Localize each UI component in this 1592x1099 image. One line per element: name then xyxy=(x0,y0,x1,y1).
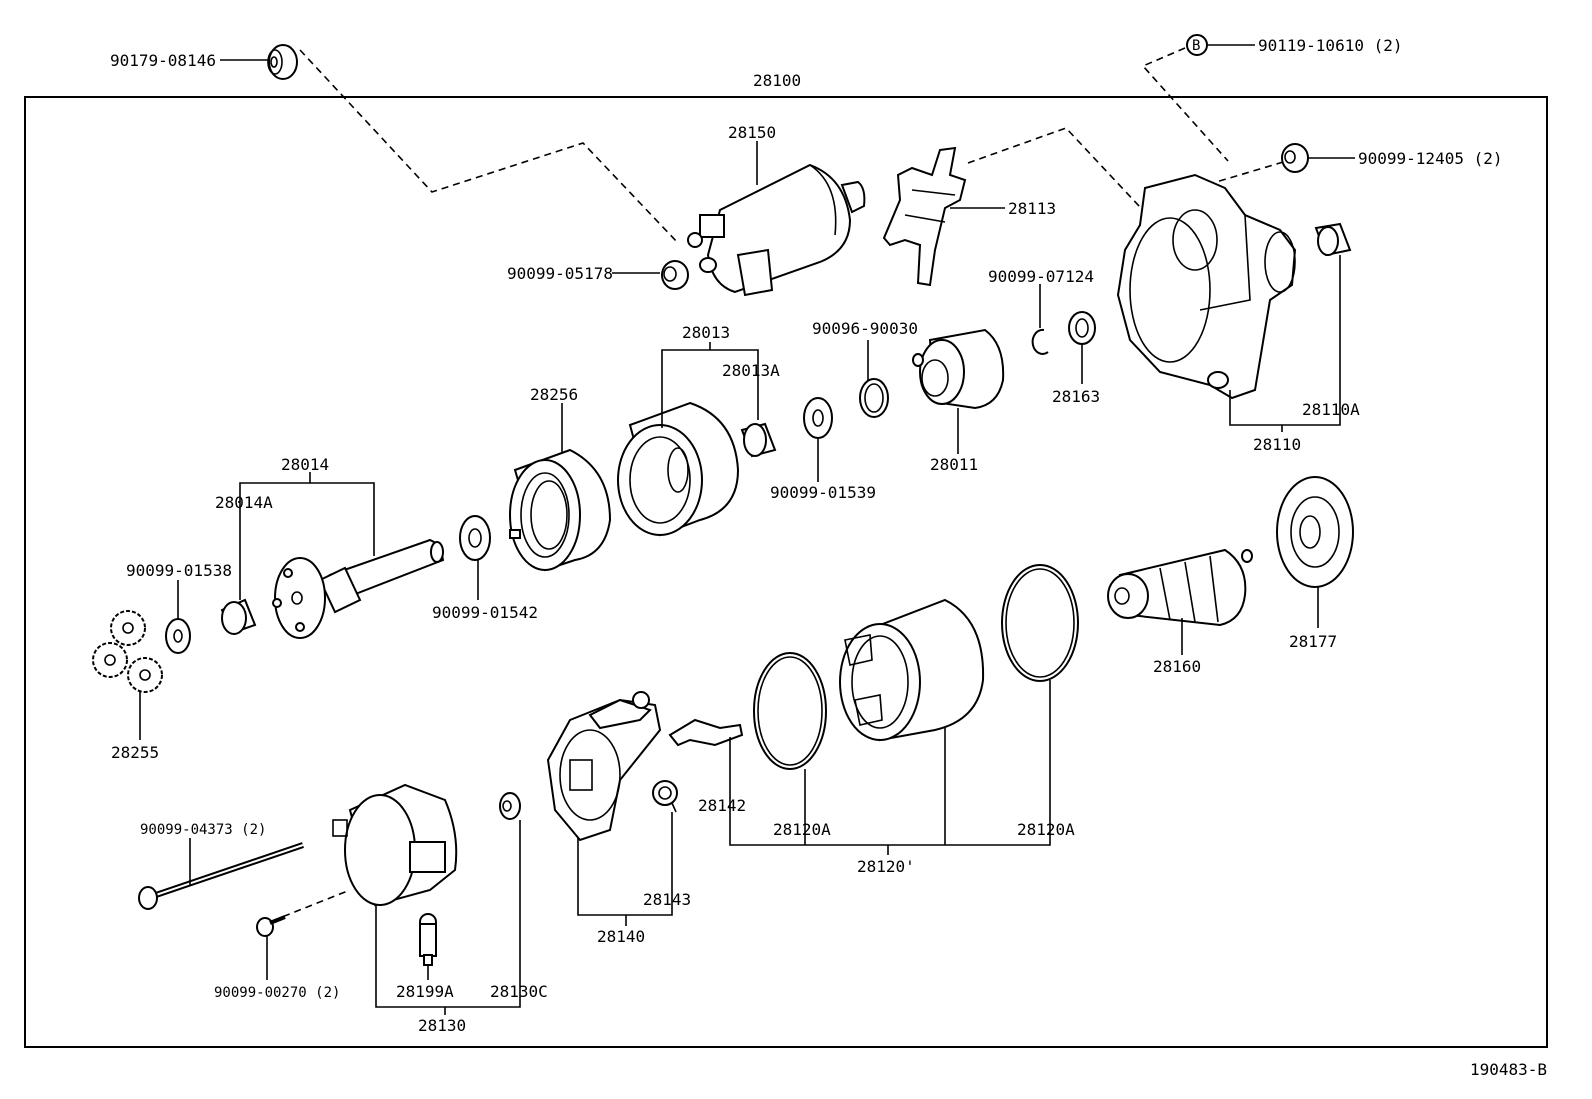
washer-90099-01542 xyxy=(459,515,491,561)
bushing-28013A xyxy=(740,422,777,458)
bushing-90179-08146 xyxy=(267,44,298,80)
label-28256: 28256 xyxy=(530,385,578,404)
pinion-clutch-28011 xyxy=(912,328,1005,410)
yoke-28120 xyxy=(839,598,985,742)
label-28014: 28014 xyxy=(281,455,329,474)
figure-id: 190483-B xyxy=(1470,1060,1547,1079)
label-28014A: 28014A xyxy=(215,493,273,512)
grommet-28130C xyxy=(499,792,521,820)
label-28013A: 28013A xyxy=(722,361,780,380)
washer-90099-01539 xyxy=(803,397,833,439)
internal-gear-28256 xyxy=(509,448,612,572)
label-28160: 28160 xyxy=(1153,657,1201,676)
screw-90099-00270 xyxy=(256,915,286,937)
cover-plate-28177 xyxy=(1276,476,1354,588)
label-28120A-left: 28120A xyxy=(773,820,831,839)
nut-90099-12405 xyxy=(1281,143,1309,173)
label-28130: 28130 xyxy=(418,1016,466,1035)
armature-28160 xyxy=(1107,548,1253,627)
washer-90099-01538 xyxy=(165,618,191,654)
plug-28199A xyxy=(419,913,437,966)
lever-28113 xyxy=(882,146,967,287)
label-90119-10610: 90119-10610 (2) xyxy=(1258,36,1403,55)
label-90099-01542: 90099-01542 xyxy=(432,603,538,622)
label-28110A: 28110A xyxy=(1302,400,1360,419)
label-28255: 28255 xyxy=(111,743,159,762)
brush-holder-28140 xyxy=(546,691,662,842)
brush-28142 xyxy=(668,718,744,747)
label-90099-07124: 90099-07124 xyxy=(988,267,1094,286)
leader-lines xyxy=(139,44,1355,1015)
label-28143: 28143 xyxy=(643,890,691,909)
label-28100: 28100 xyxy=(753,71,801,90)
spring-28143 xyxy=(652,780,678,813)
solenoid-28150 xyxy=(687,163,866,297)
label-28110: 28110 xyxy=(1253,435,1301,454)
gear-housing-28013 xyxy=(617,401,740,537)
bearing-28163 xyxy=(1068,311,1096,345)
label-28130C: 28130C xyxy=(490,982,548,1001)
label-28120A-right: 28120A xyxy=(1017,820,1075,839)
assembly-frame xyxy=(24,96,1548,1048)
label-90099-05178: 90099-05178 xyxy=(507,264,613,283)
housing-28110 xyxy=(1116,173,1297,400)
ring-90096-90030 xyxy=(859,378,889,418)
label-b-marker: B xyxy=(1192,38,1200,54)
reference-marker-b xyxy=(1186,34,1208,56)
label-90179-08146: 90179-08146 xyxy=(110,51,216,70)
label-28120: 28120' xyxy=(857,857,915,876)
bushing-28110A xyxy=(1314,222,1352,257)
label-28113: 28113 xyxy=(1008,199,1056,218)
label-28177: 28177 xyxy=(1289,632,1337,651)
snap-ring-90099-07124 xyxy=(1031,328,1049,355)
end-frame-28130 xyxy=(332,783,458,907)
label-90096-90030: 90096-90030 xyxy=(812,319,918,338)
label-90099-12405: 90099-12405 (2) xyxy=(1358,149,1503,168)
label-28150: 28150 xyxy=(728,123,776,142)
bushing-28014A xyxy=(220,598,257,635)
label-28142: 28142 xyxy=(698,796,746,815)
label-90099-04373: 90099-04373 (2) xyxy=(140,822,266,838)
o-ring-28120A-right xyxy=(1001,564,1079,682)
label-28011: 28011 xyxy=(930,455,978,474)
label-28013: 28013 xyxy=(682,323,730,342)
label-28140: 28140 xyxy=(597,927,645,946)
part-labels: 90179-08146 B 90119-10610 (2) 28100 2815… xyxy=(110,36,1547,1079)
label-90099-01539: 90099-01539 xyxy=(770,483,876,502)
planetary-gears-28255 xyxy=(92,610,163,693)
nut-90099-05178 xyxy=(661,260,689,290)
planetary-shaft-28014 xyxy=(272,538,445,639)
o-ring-28120A-left xyxy=(753,652,827,770)
label-28199A: 28199A xyxy=(396,982,454,1001)
label-28163: 28163 xyxy=(1052,387,1100,406)
through-bolt-90099-04373 xyxy=(138,842,304,910)
label-90099-01538: 90099-01538 xyxy=(126,561,232,580)
label-90099-00270: 90099-00270 (2) xyxy=(214,985,340,1001)
